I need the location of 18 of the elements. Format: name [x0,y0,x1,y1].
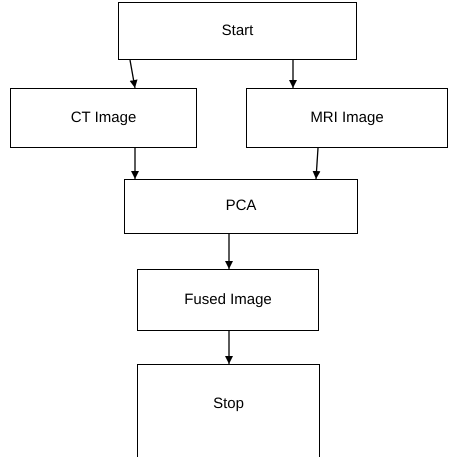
box-label: CT Image [70,108,136,128]
box-label: Stop [213,394,244,414]
arrow [225,234,233,269]
box-label: Fused Image [184,290,272,310]
process-box [246,88,448,148]
process-box [124,179,358,234]
box-label: PCA [226,196,256,216]
process-box [10,88,197,148]
arrow [131,148,139,179]
arrow [225,331,233,364]
process-box [137,269,319,331]
box-label: MRI Image [310,108,384,128]
process-box [118,2,357,60]
process-box [137,364,320,457]
arrow [289,60,297,88]
arrow [129,60,138,88]
box-label: Start [222,20,254,41]
arrow [312,148,320,180]
